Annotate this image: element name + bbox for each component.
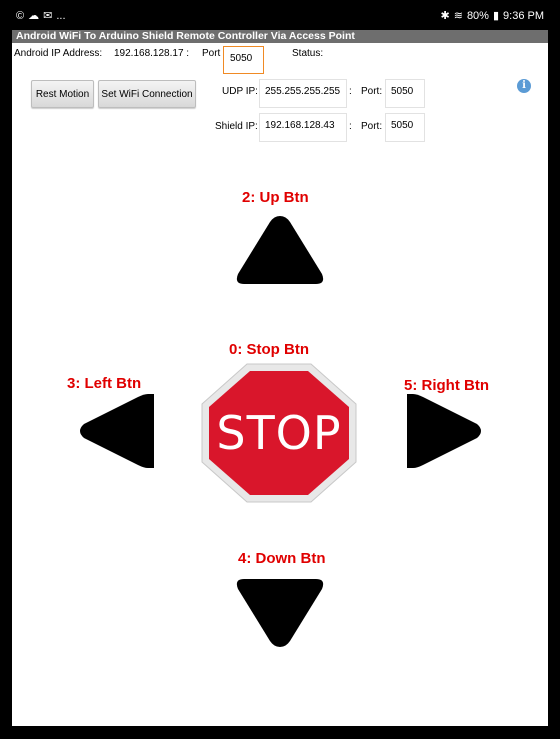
stop-sign-button[interactable]: [200, 362, 358, 504]
down-arrow-button[interactable]: [234, 577, 326, 651]
app-title: Android WiFi To Arduino Shield Remote Co…: [16, 30, 355, 42]
rest-motion-button[interactable]: Rest Motion: [31, 80, 94, 108]
left-button-label: 3: Left Btn: [67, 375, 142, 392]
wifi-icon: ≋: [453, 10, 463, 22]
up-arrow-button[interactable]: [234, 212, 326, 286]
down-button-label: 4: Down Btn: [238, 550, 326, 567]
right-arrow-button[interactable]: [405, 392, 487, 470]
android-port-input[interactable]: 5050: [223, 46, 264, 74]
main-content: Android IP Address: 192.168.128.17 : Por…: [12, 43, 548, 726]
battery-percent: 80%: [466, 9, 489, 22]
shield-port-input[interactable]: 5050: [385, 113, 425, 142]
up-button-label: 2: Up Btn: [242, 189, 309, 206]
shield-ip-input[interactable]: 192.168.128.43: [259, 113, 347, 142]
udp-ip-label: UDP IP:: [222, 86, 258, 97]
udp-port-input[interactable]: 5050: [385, 79, 425, 108]
status-bar: © ☁ ✉ ... ✱ ≋ 80% ▮ 9:36 PM: [0, 0, 560, 30]
udp-port-label: Port:: [361, 86, 383, 97]
cloud-icon: ☁: [28, 10, 40, 22]
bluetooth-icon: ✱: [440, 10, 450, 22]
shield-colon: :: [349, 121, 352, 132]
set-wifi-connection-button[interactable]: Set WiFi Connection: [98, 80, 196, 108]
left-arrow-button[interactable]: [74, 392, 156, 470]
app-title-bar: Android WiFi To Arduino Shield Remote Co…: [12, 30, 548, 43]
status-label: Status:: [292, 48, 324, 59]
shield-ip-label: Shield IP:: [215, 121, 258, 132]
mail-icon: ✉: [43, 10, 53, 22]
android-ip-value: 192.168.128.17 :: [114, 48, 190, 59]
udp-ip-input[interactable]: 255.255.255.255: [259, 79, 347, 108]
copyright-icon: ©: [16, 9, 25, 22]
more-notifications: ...: [56, 9, 66, 22]
android-ip-label: Android IP Address:: [14, 48, 103, 59]
battery-icon: ▮: [492, 10, 500, 22]
port-label: Port: [202, 48, 221, 59]
udp-colon: :: [349, 86, 352, 97]
clock: 9:36 PM: [503, 9, 544, 22]
stop-sign-text: STOP: [216, 406, 342, 460]
right-button-label: 5: Right Btn: [404, 377, 489, 394]
shield-port-label: Port:: [361, 121, 383, 132]
stop-button-label: 0: Stop Btn: [229, 341, 309, 358]
info-icon[interactable]: i: [517, 79, 531, 93]
